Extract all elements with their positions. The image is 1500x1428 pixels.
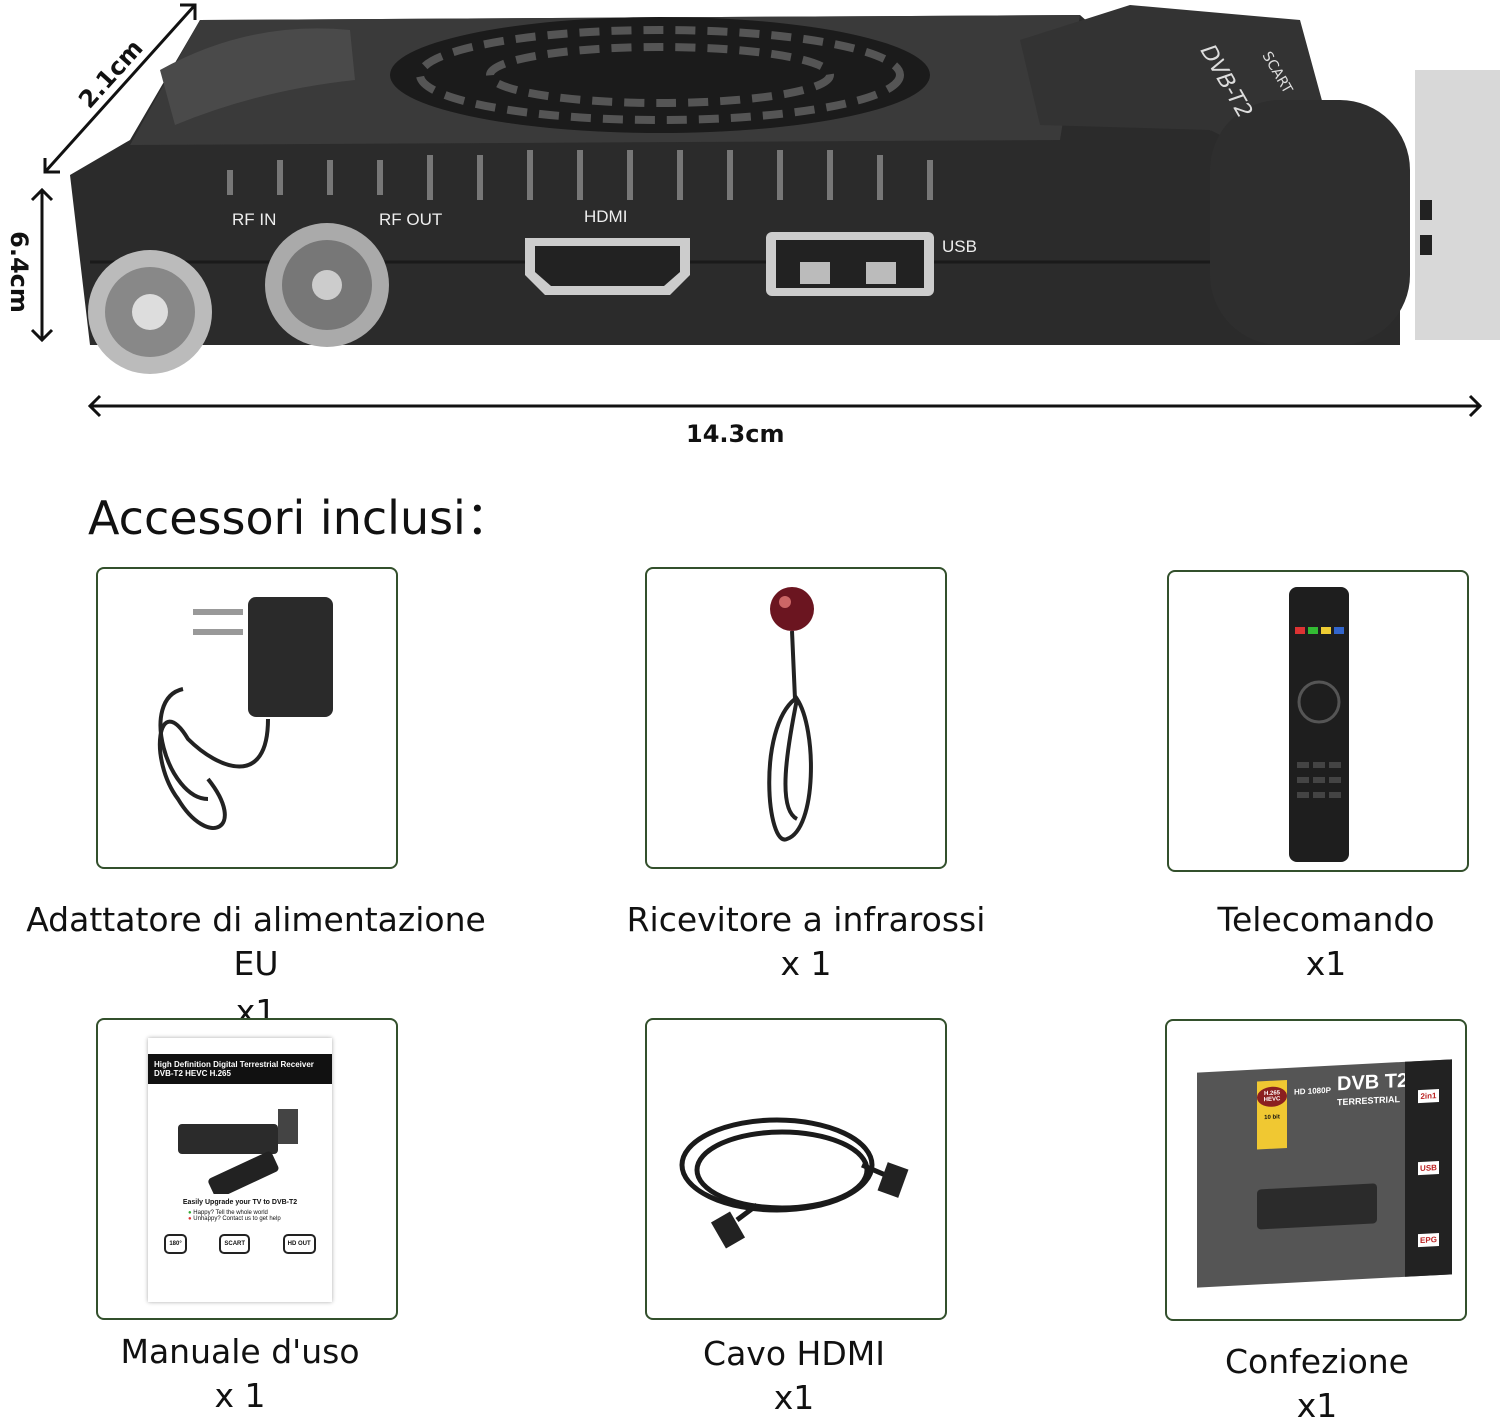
caption-name: Cavo HDMI (703, 1334, 885, 1373)
width-label: 14.3cm (686, 420, 785, 448)
accessory-power-adapter-image (96, 567, 398, 869)
height-label: 6.4cm (4, 231, 33, 313)
caption-hdmi-cable: Cavo HDMI x1 (594, 1332, 994, 1420)
port-label-hdmi: HDMI (584, 207, 628, 226)
package-bits: 10 bit (1264, 1114, 1280, 1122)
caption-name: Telecomando (1217, 900, 1435, 939)
caption-name: Confezione (1225, 1342, 1409, 1381)
manual-icon-hdout: HD OUT (282, 1234, 316, 1254)
caption-qty: x 1 (780, 944, 832, 983)
caption-qty: x 1 (214, 1376, 266, 1415)
accessory-ir-receiver-image (645, 567, 947, 869)
manual-icon-rotate: 180° (164, 1234, 187, 1254)
caption-qty: x1 (1296, 1386, 1338, 1425)
caption-name: Adattatore di alimentazione EU (26, 900, 486, 983)
caption-qty: x1 (773, 1378, 815, 1417)
manual-tagline: Easily Upgrade your TV to DVB-T2 (182, 1199, 298, 1206)
section-title: Accessori inclusi： (88, 491, 512, 545)
package-badge: H.265 HEVC (1257, 1085, 1287, 1108)
caption-qty: x1 (1305, 944, 1347, 983)
manual-happy: Happy? Tell the whole world (193, 1210, 268, 1216)
manual-header: High Definition Digital Terrestrial Rece… (154, 1060, 314, 1069)
accessory-manual-image: High Definition Digital Terrestrial Rece… (96, 1018, 398, 1320)
accessory-hdmi-cable-image (645, 1018, 947, 1320)
caption-manual: Manuale d'uso x 1 (40, 1330, 440, 1418)
accessory-package-image: H.265 HEVC 10 bit HD 1080P DVB T2 TERRES… (1165, 1019, 1467, 1321)
caption-ir-receiver: Ricevitore a infrarossi x 1 (606, 898, 1006, 986)
caption-power-adapter: Adattatore di alimentazione EU x1 (0, 898, 512, 1034)
receiver-device-image: SCART DVB-T2 (30, 3, 1500, 418)
package-brand: DVB T2 (1337, 1069, 1409, 1096)
package-hd: HD 1080P (1294, 1085, 1331, 1097)
caption-package: Confezione x1 (1117, 1340, 1500, 1428)
port-label-rf-out: RF OUT (379, 210, 443, 229)
package-feature: EPG (1418, 1232, 1439, 1247)
manual-unhappy: Unhappy? Contact us to get help (193, 1216, 281, 1222)
caption-name: Manuale d'uso (120, 1332, 360, 1371)
port-label-usb: USB (942, 237, 977, 256)
caption-name: Ricevitore a infrarossi (626, 900, 986, 939)
package-feature: 2in1 (1418, 1089, 1439, 1104)
manual-subheader: DVB-T2 HEVC H.265 (154, 1069, 231, 1078)
package-terrestrial: TERRESTRIAL (1337, 1094, 1400, 1108)
caption-remote: Telecomando x1 (1126, 898, 1500, 986)
accessory-remote-image (1167, 570, 1469, 872)
manual-icon-scart: SCART (219, 1234, 251, 1254)
package-feature: USB (1418, 1160, 1439, 1176)
port-label-rf-in: RF IN (232, 210, 277, 229)
